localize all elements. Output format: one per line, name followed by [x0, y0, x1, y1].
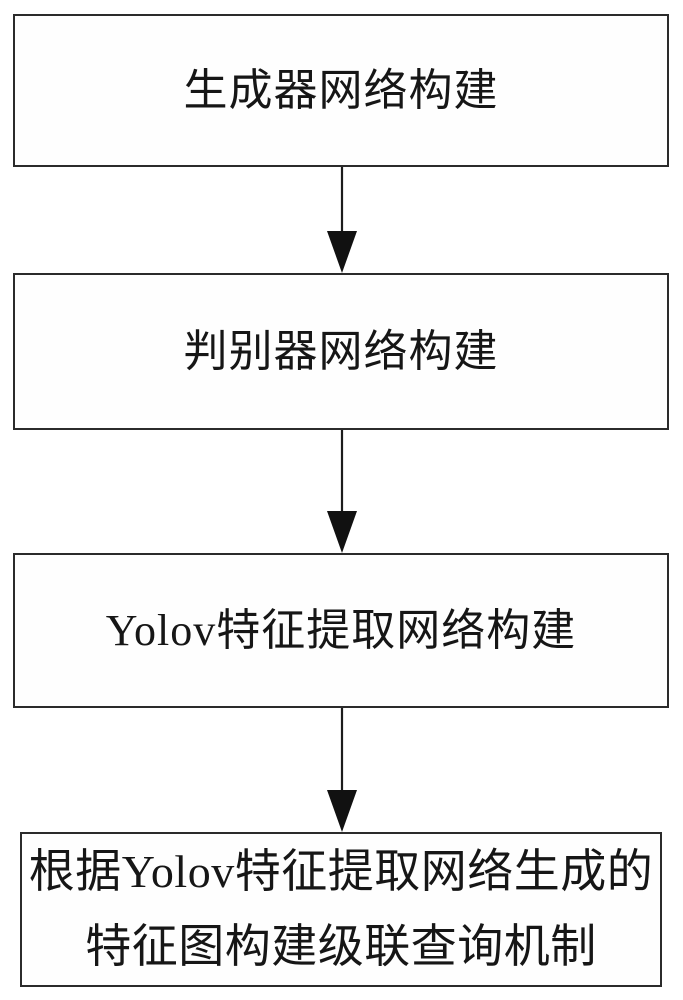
flow-step-label: 判别器网络构建: [183, 326, 499, 376]
flow-step-label: 根据Yolov特征提取网络生成的 特征图构建级联查询机制: [28, 845, 654, 972]
flow-step-cascade-query-mechanism: 根据Yolov特征提取网络生成的 特征图构建级联查询机制: [20, 832, 662, 987]
flow-step-label: 生成器网络构建: [183, 65, 499, 115]
flow-step-generator-network: 生成器网络构建: [13, 14, 669, 167]
down-arrow-icon: [322, 430, 362, 553]
flow-step-yolov-feature-network: Yolov特征提取网络构建: [13, 553, 669, 708]
down-arrow-icon: [322, 708, 362, 832]
flow-step-discriminator-network: 判别器网络构建: [13, 273, 669, 430]
flow-step-label: Yolov特征提取网络构建: [105, 605, 577, 655]
down-arrow-icon: [322, 167, 362, 273]
